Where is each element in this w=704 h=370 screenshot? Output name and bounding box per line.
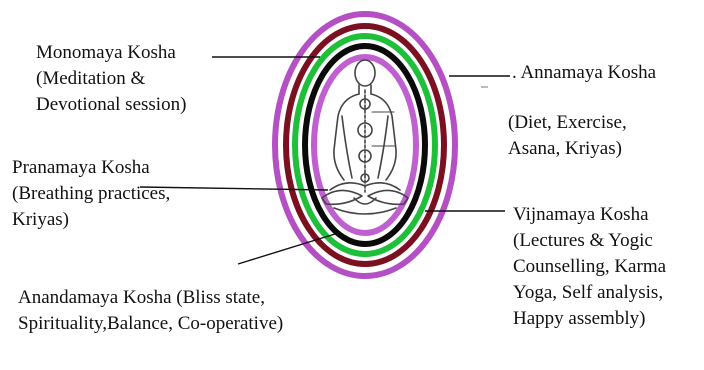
manomaya-kosha-name: Monomaya Kosha xyxy=(36,40,186,66)
annamaya-kosha-name: . Annamaya Kosha xyxy=(512,60,656,86)
annamaya-kosha-desc-line-1: (Diet, Exercise, xyxy=(508,110,627,136)
pranamaya-kosha-label: Pranamaya Kosha (Breathing practices, Kr… xyxy=(12,155,170,233)
anandamaya-kosha-name: Anandamaya Kosha (Bliss state, xyxy=(18,285,283,311)
vijnamaya-kosha-name: Vijnamaya Kosha xyxy=(513,202,666,228)
manomaya-kosha-label: Monomaya Kosha (Meditation & Devotional … xyxy=(36,40,186,118)
pranamaya-kosha-desc-line-1: (Breathing practices, xyxy=(12,181,170,207)
annamaya-kosha-desc-line-2: Asana, Kriyas) xyxy=(508,136,627,162)
anandamaya-kosha-label: Anandamaya Kosha (Bliss state, Spiritual… xyxy=(18,285,283,337)
vijnamaya-kosha-desc-line-2: Counselling, Karma xyxy=(513,254,666,280)
manomaya-kosha-desc-line-2: Devotional session) xyxy=(36,92,186,118)
annamaya-kosha-desc: (Diet, Exercise, Asana, Kriyas) xyxy=(508,110,627,162)
anandamaya-kosha-desc-line-1: Spirituality,Balance, Co-operative) xyxy=(18,311,283,337)
vijnamaya-kosha-desc-line-1: (Lectures & Yogic xyxy=(513,228,666,254)
vijnamaya-kosha-desc-line-3: Yoga, Self analysis, xyxy=(513,280,666,306)
pranamaya-kosha-desc-line-2: Kriyas) xyxy=(12,207,170,233)
meditating-figure-icon xyxy=(322,60,408,214)
vijnamaya-kosha-label: Vijnamaya Kosha (Lectures & Yogic Counse… xyxy=(513,202,666,332)
manomaya-kosha-desc-line-1: (Meditation & xyxy=(36,66,186,92)
pranamaya-kosha-name: Pranamaya Kosha xyxy=(12,155,170,181)
vijnamaya-kosha-desc-line-4: Happy assembly) xyxy=(513,306,666,332)
